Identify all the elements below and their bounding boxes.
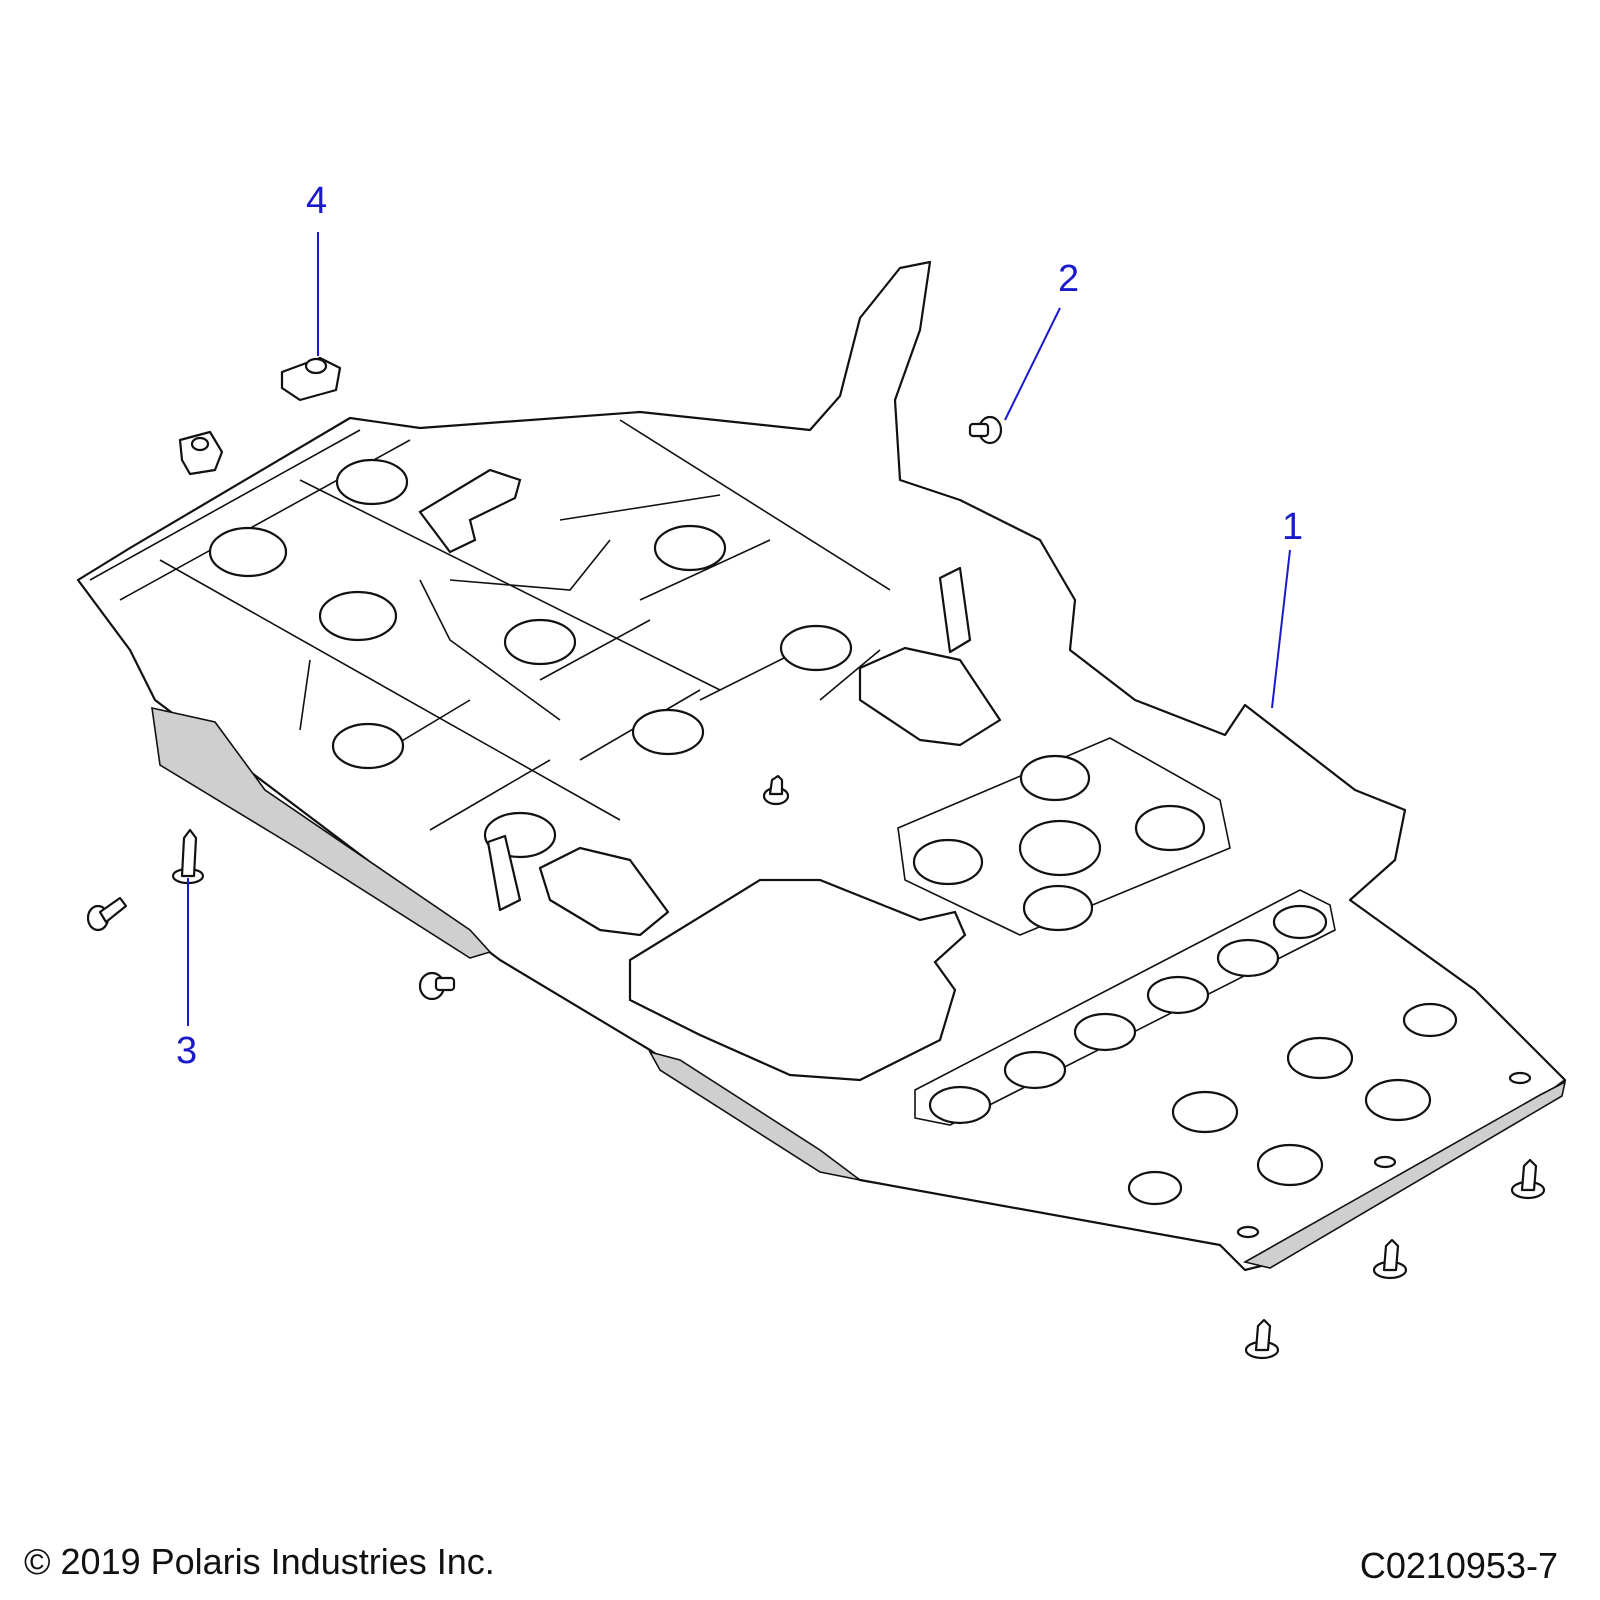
- mount-block-right: [858, 646, 1002, 747]
- front-lower-rail: [648, 1050, 861, 1181]
- fastener[interactable]: [968, 415, 1003, 445]
- leader-line-1: [1271, 549, 1291, 709]
- callout-1[interactable]: 1: [1282, 506, 1304, 548]
- right-end-lip: [1242, 1080, 1567, 1269]
- figure-id: C0210953-7: [1359, 1545, 1558, 1586]
- tab-left: [486, 834, 522, 912]
- skid-plate[interactable]: [76, 260, 1567, 1272]
- fastener[interactable]: [1372, 1238, 1408, 1280]
- speed-nut[interactable]: [280, 356, 342, 402]
- callout-4[interactable]: 4: [306, 180, 328, 222]
- hole-lattice-square: [897, 737, 1231, 936]
- speed-nut[interactable]: [178, 430, 224, 476]
- fastener[interactable]: [1244, 1318, 1280, 1360]
- hole-strip: [914, 889, 1336, 1126]
- callout-2[interactable]: 2: [1058, 258, 1080, 300]
- callout-3[interactable]: 3: [176, 1030, 198, 1072]
- fastener[interactable]: [171, 828, 205, 885]
- rect-cutout: [418, 468, 522, 554]
- leader-line-2: [1004, 307, 1061, 421]
- fastener[interactable]: [418, 971, 456, 1001]
- left-side-rail: [151, 706, 492, 959]
- tab-right: [938, 566, 972, 654]
- copyright-text: © 2019 Polaris Industries Inc.: [24, 1541, 495, 1582]
- large-cutout: [628, 878, 967, 1082]
- fastener[interactable]: [762, 774, 790, 806]
- fastener[interactable]: [86, 896, 128, 932]
- fastener[interactable]: [1510, 1158, 1546, 1200]
- mount-block-left: [538, 846, 670, 937]
